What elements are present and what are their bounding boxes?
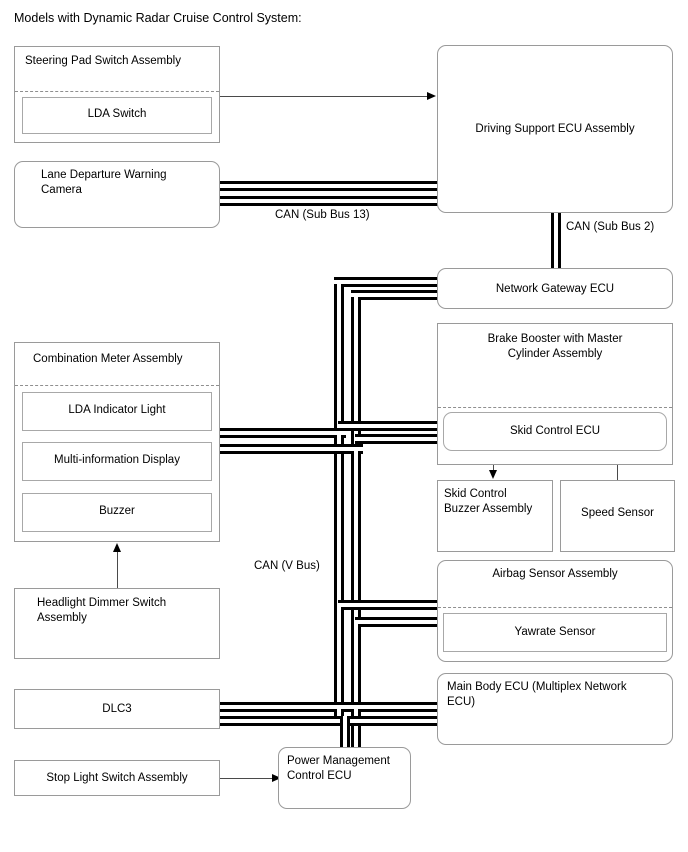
node-label-combination-meter: Combination Meter Assembly <box>33 353 183 365</box>
node-label-airbag-sensor: Airbag Sensor Assembly <box>492 568 618 580</box>
bus-sub2-vertical <box>551 212 561 274</box>
node-yawrate-sensor[interactable]: Yawrate Sensor <box>443 613 667 652</box>
node-label-main-body-ecu: Main Body ECU (Multiplex Network ECU) <box>447 681 627 708</box>
bus-crossing-mask-a <box>337 431 341 441</box>
bus-vbus-to-power-mgmt <box>340 716 350 756</box>
node-skid-control-buzzer-assembly[interactable]: Skid Control Buzzer Assembly <box>437 480 553 552</box>
bus-label-v-bus: CAN (V Bus) <box>254 560 320 572</box>
node-label-network-gateway-ecu: Network Gateway ECU <box>495 283 615 295</box>
bus-vbus-right-spine <box>351 290 361 758</box>
node-label-driving-support-ecu: Driving Support ECU Assembly <box>475 123 635 135</box>
signal-lda-switch-to-dsecu <box>220 96 428 97</box>
bus-vbus-skid-upper <box>338 421 448 431</box>
node-lda-indicator-light[interactable]: LDA Indicator Light <box>22 392 212 431</box>
signal-stoplight-to-power-mgmt <box>220 778 275 779</box>
node-label-lda-indicator: LDA Indicator Light <box>68 404 166 416</box>
bus-vbus-airbag-lower <box>355 617 442 627</box>
node-label-dlc3: DLC3 <box>102 703 132 715</box>
node-label-buzzer: Buzzer <box>99 505 135 517</box>
node-network-gateway-ecu[interactable]: Network Gateway ECU <box>437 268 673 309</box>
node-headlight-dimmer-switch-assembly[interactable]: Headlight Dimmer Switch Assembly <box>14 588 220 659</box>
node-lda-switch[interactable]: LDA Switch <box>22 97 212 134</box>
bus-crossing-mask-h <box>354 293 358 301</box>
node-driving-support-ecu-assembly[interactable]: Driving Support ECU Assembly <box>437 45 673 213</box>
node-stop-light-switch-assembly[interactable]: Stop Light Switch Assembly <box>14 760 220 796</box>
signal-speed-sensor-to-skid-ecu <box>617 458 618 480</box>
bus-vbus-meter-lower <box>216 444 363 454</box>
node-label-steering-pad: Steering Pad Switch Assembly <box>25 55 181 67</box>
signal-dimmer-to-meter <box>117 551 118 588</box>
node-label-lda-switch: LDA Switch <box>87 108 147 120</box>
bus-vbus-skid-lower <box>355 434 448 444</box>
node-skid-control-ecu[interactable]: Skid Control ECU <box>443 412 667 451</box>
bus-label-sub-bus-2: CAN (Sub Bus 2) <box>566 221 655 233</box>
node-main-body-ecu[interactable]: Main Body ECU (Multiplex Network ECU) <box>437 673 673 745</box>
bus-crossing-mask-f <box>354 620 358 628</box>
node-label-yawrate-sensor: Yawrate Sensor <box>514 626 596 638</box>
bus-vbus-meter-upper <box>216 428 346 438</box>
node-speed-sensor[interactable]: Speed Sensor <box>560 480 675 552</box>
node-label-skid-control-ecu: Skid Control ECU <box>509 425 601 437</box>
divider-combination-meter <box>15 385 219 386</box>
arrow-lda-switch-to-dsecu <box>427 92 436 100</box>
node-label-multi-info-display: Multi-information Display <box>54 454 180 466</box>
arrow-dimmer-to-meter <box>113 543 121 552</box>
bus-vbus-left-spine <box>334 277 344 717</box>
bus-vbus-to-gateway-lower <box>351 290 442 300</box>
node-lane-departure-warning-camera[interactable]: Lane Departure Warning Camera <box>14 161 220 228</box>
arrow-stoplight-to-power-mgmt <box>272 774 281 782</box>
bus-vbus-to-gateway-upper <box>334 277 442 287</box>
node-label-ldw-camera: Lane Departure Warning Camera <box>41 169 167 196</box>
bus-vbus-mainbody-upper <box>216 702 442 712</box>
bus-sub13-upper <box>218 181 440 191</box>
node-buzzer[interactable]: Buzzer <box>22 493 212 532</box>
node-label-headlight-dimmer: Headlight Dimmer Switch Assembly <box>37 597 167 624</box>
bus-vbus-mainbody-lower <box>216 716 442 726</box>
arrow-skid-ecu-to-buzzer <box>489 470 497 479</box>
diagram-title: Models with Dynamic Radar Cruise Control… <box>14 11 302 25</box>
node-multi-information-display[interactable]: Multi-information Display <box>22 442 212 481</box>
bus-crossing-mask-d <box>354 705 358 713</box>
bus-crossing-mask-e <box>337 603 341 614</box>
node-power-management-control-ecu[interactable]: Power Management Control ECU <box>278 747 411 809</box>
bus-sub13-lower <box>218 196 440 206</box>
divider-airbag-sensor <box>438 607 672 608</box>
node-label-skid-control-buzzer: Skid Control Buzzer Assembly <box>444 488 533 515</box>
node-label-power-mgmt-ecu: Power Management Control ECU <box>287 755 390 782</box>
node-dlc3[interactable]: DLC3 <box>14 689 220 729</box>
divider-brake-booster <box>438 407 672 408</box>
bus-crossing-mask-g <box>337 280 341 288</box>
bus-label-sub-bus-13: CAN (Sub Bus 13) <box>275 209 370 221</box>
bus-crossing-mask-c <box>337 705 341 713</box>
node-label-brake-booster: Brake Booster with Master Cylinder Assem… <box>487 333 623 360</box>
bus-crossing-mask-b <box>354 447 358 455</box>
node-label-speed-sensor: Speed Sensor <box>581 507 654 519</box>
bus-vbus-airbag-upper <box>338 600 442 610</box>
divider-steering-pad <box>15 91 219 92</box>
node-label-stop-light-switch: Stop Light Switch Assembly <box>46 772 188 784</box>
